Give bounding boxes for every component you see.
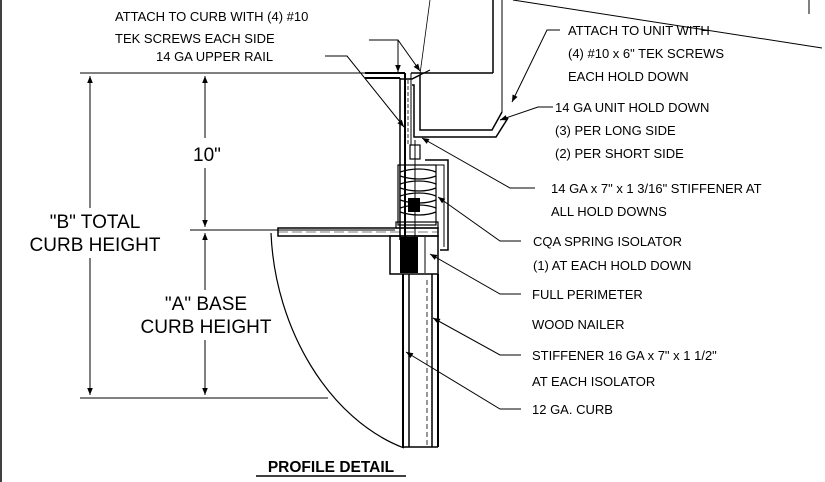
dim-total-height-line2: CURB HEIGHT: [30, 235, 161, 256]
callout-wood-nailer-line2: WOOD NAILER: [532, 317, 624, 332]
callout-curb: 12 GA. CURB: [532, 402, 613, 417]
callout-spring-isolator-line2: (1) AT EACH HOLD DOWN: [533, 258, 691, 273]
callout-attach-unit-line2: (4) #10 x 6" TEK SCREWS: [568, 46, 724, 61]
callout-attach-unit-line3: EACH HOLD DOWN: [568, 69, 689, 84]
callout-attach-curb-line1: ATTACH TO CURB WITH (4) #10: [115, 9, 308, 24]
callout-unit-hold-down-line1: 14 GA UNIT HOLD DOWN: [555, 100, 709, 115]
diagonal-leader: [512, 0, 823, 49]
callout-unit-hold-down-line2: (3) PER LONG SIDE: [555, 123, 676, 138]
callout-attach-unit-line1: ATTACH TO UNIT WITH: [568, 23, 710, 38]
leader-lines: [325, 29, 560, 410]
drawing-title: PROFILE DETAIL: [268, 459, 394, 476]
callout-wood-nailer-line1: FULL PERIMETER: [532, 287, 643, 302]
callout-stiffener-top-line1: 14 GA x 7" x 1 3/16" STIFFENER AT: [551, 181, 762, 196]
callout-stiffener-bottom-line1: STIFFENER 16 GA x 7" x 1 1/2": [532, 348, 717, 363]
callout-unit-hold-down-line3: (2) PER SHORT SIDE: [555, 146, 684, 161]
dim-base-height-line2: CURB HEIGHT: [141, 317, 272, 338]
callout-stiffener-top-line2: ALL HOLD DOWNS: [551, 204, 667, 219]
callout-spring-isolator-line1: CQA SPRING ISOLATOR: [533, 234, 682, 249]
dim-base-height-line1: "A" BASE: [165, 294, 247, 315]
dim-total-height-line1: "B" TOTAL: [50, 212, 141, 233]
dim-upper-height: 10": [193, 145, 221, 166]
callout-attach-curb-line2: TEK SCREWS EACH SIDE: [115, 31, 275, 46]
curb-geometry: [270, 0, 823, 449]
callout-upper-rail: 14 GA UPPER RAIL: [156, 49, 273, 64]
callout-stiffener-bottom-line2: AT EACH ISOLATOR: [532, 374, 655, 389]
